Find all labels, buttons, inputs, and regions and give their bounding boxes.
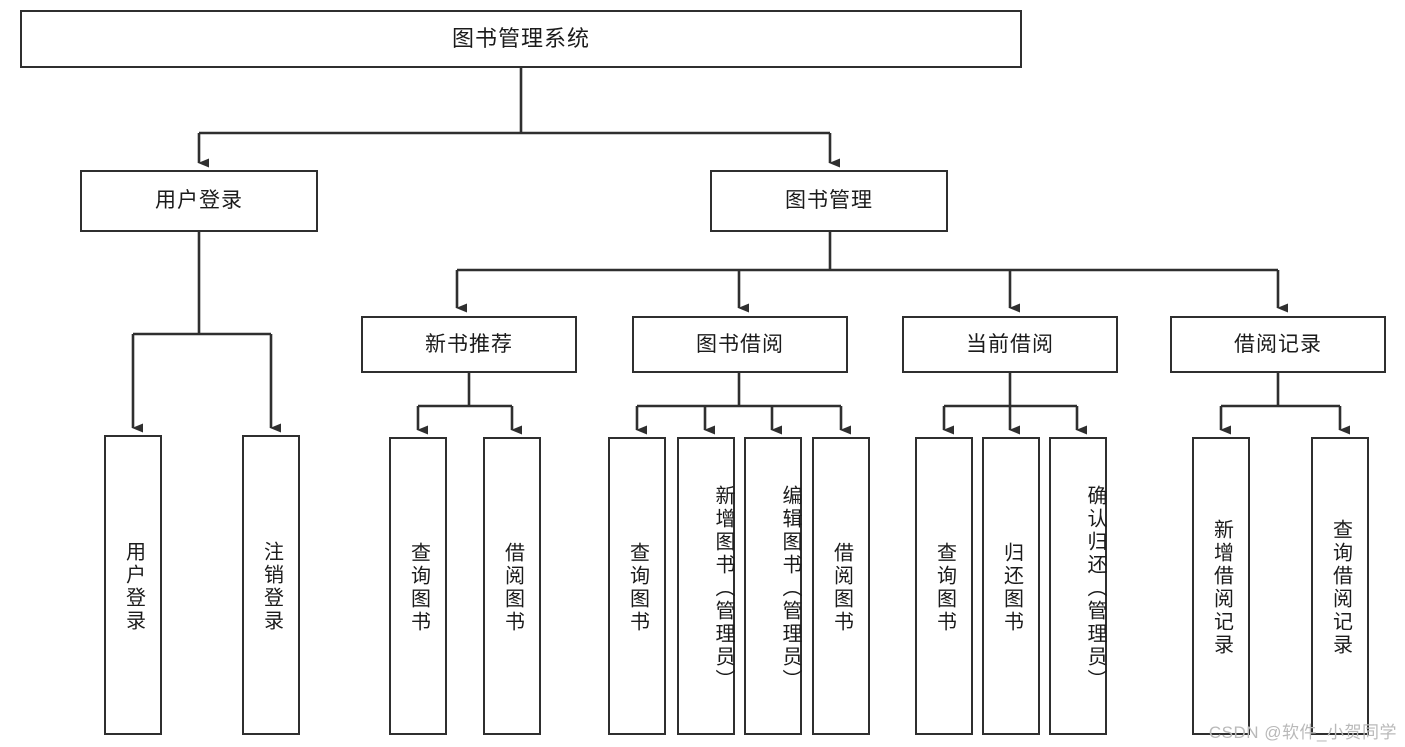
leaf-borrow-book-new-recommend[interactable]: 借阅图书 — [483, 437, 541, 735]
node-label: 图书管理系统 — [451, 25, 590, 51]
node-label: 查询图书 — [626, 542, 649, 634]
leaf-logout-login[interactable]: 注销登录 — [242, 435, 300, 735]
node-label: 用户登录 — [155, 189, 243, 213]
node-book-manage[interactable]: 图书管理 — [710, 170, 948, 232]
leaf-add-borrow-record[interactable]: 新增借阅记录 — [1192, 437, 1250, 735]
node-book-borrow[interactable]: 图书借阅 — [632, 316, 848, 373]
watermark: CSDN @软件_小贺同学 — [1208, 723, 1397, 742]
leaf-query-borrow-record[interactable]: 查询借阅记录 — [1311, 437, 1369, 735]
node-current-borrow[interactable]: 当前借阅 — [902, 316, 1118, 373]
node-label: 图书借阅 — [696, 332, 784, 356]
node-label: 用户登录 — [122, 541, 145, 633]
node-label: 图书管理 — [785, 189, 873, 213]
leaf-borrow-book-borrow[interactable]: 借阅图书 — [812, 437, 870, 735]
node-label: 新书推荐 — [425, 332, 513, 356]
leaf-edit-book[interactable]: 编辑图书（管理员） — [744, 437, 802, 735]
node-borrow-record[interactable]: 借阅记录 — [1170, 316, 1386, 373]
leaf-add-book[interactable]: 新增图书（管理员） — [677, 437, 735, 735]
node-label: 借阅图书 — [830, 542, 853, 634]
node-label: 借阅图书 — [501, 542, 524, 634]
node-label: 新增借阅记录 — [1210, 519, 1233, 657]
leaf-user-login[interactable]: 用户登录 — [104, 435, 162, 735]
leaf-confirm-return[interactable]: 确认归还（管理员） — [1049, 437, 1107, 735]
node-label: 确认归还（管理员） — [1084, 484, 1106, 692]
leaf-return-book[interactable]: 归还图书 — [982, 437, 1040, 735]
node-label: 注销登录 — [260, 541, 283, 633]
node-label: 新增图书（管理员） — [712, 484, 734, 692]
node-label: 归还图书 — [1000, 542, 1023, 634]
node-new-book-recommend[interactable]: 新书推荐 — [361, 316, 577, 373]
node-label: 查询图书 — [407, 542, 430, 634]
node-label: 编辑图书（管理员） — [779, 484, 801, 692]
leaf-query-book-borrow[interactable]: 查询图书 — [608, 437, 666, 735]
node-label: 借阅记录 — [1234, 332, 1322, 356]
node-label: 查询图书 — [933, 542, 956, 634]
node-root-book-management-system[interactable]: 图书管理系统 — [20, 10, 1022, 68]
node-user-login[interactable]: 用户登录 — [80, 170, 318, 232]
leaf-query-book-new-recommend[interactable]: 查询图书 — [389, 437, 447, 735]
leaf-query-book-current[interactable]: 查询图书 — [915, 437, 973, 735]
node-label: 查询借阅记录 — [1329, 519, 1352, 657]
node-label: 当前借阅 — [966, 332, 1054, 356]
